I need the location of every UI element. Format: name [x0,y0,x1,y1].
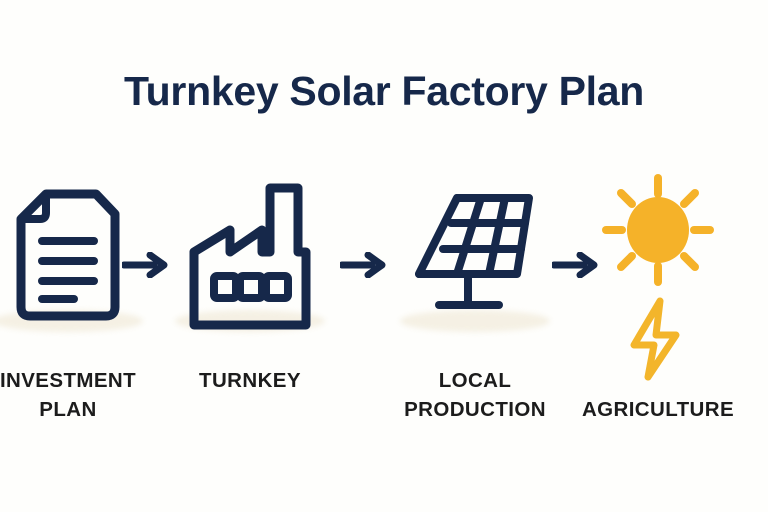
flow-step-label-line2: PLAN [39,398,97,421]
flow-step-agriculture: AGRICULTURE [568,170,748,440]
flow-step-label-line1: INVESTMENT [0,369,137,392]
flow-step-label: INVESTMENT PLAN [0,366,188,424]
flow-step-turnkey: TURNKEY [160,170,340,440]
factory-icon [160,170,340,340]
icon-shadow [400,310,550,332]
lightning-bolt-glyph [630,297,680,381]
flow-arrow-3 [552,252,598,278]
sun-glyph [602,174,714,286]
document-icon [0,170,158,340]
flow-arrow-1 [122,252,168,278]
flow-step-label: AGRICULTURE [581,398,735,421]
flow-step-local-production: LOCAL PRODUCTION [385,170,565,440]
process-flow: INVESTMENT PLAN TURNKEY [0,170,768,440]
flow-arrow-2 [340,252,386,278]
flow-step-label: LOCAL PRODUCTION [355,366,595,424]
flow-step-label-line1: LOCAL [438,369,512,392]
flow-step-label: TURNKEY [199,369,301,392]
solar-panel-icon [385,170,565,340]
sun-bolt-icon [568,170,748,385]
flow-step-investment-plan: INVESTMENT PLAN [0,170,158,440]
flow-step-label-line2: PRODUCTION [404,398,546,421]
page-title: Turnkey Solar Factory Plan [123,68,645,114]
